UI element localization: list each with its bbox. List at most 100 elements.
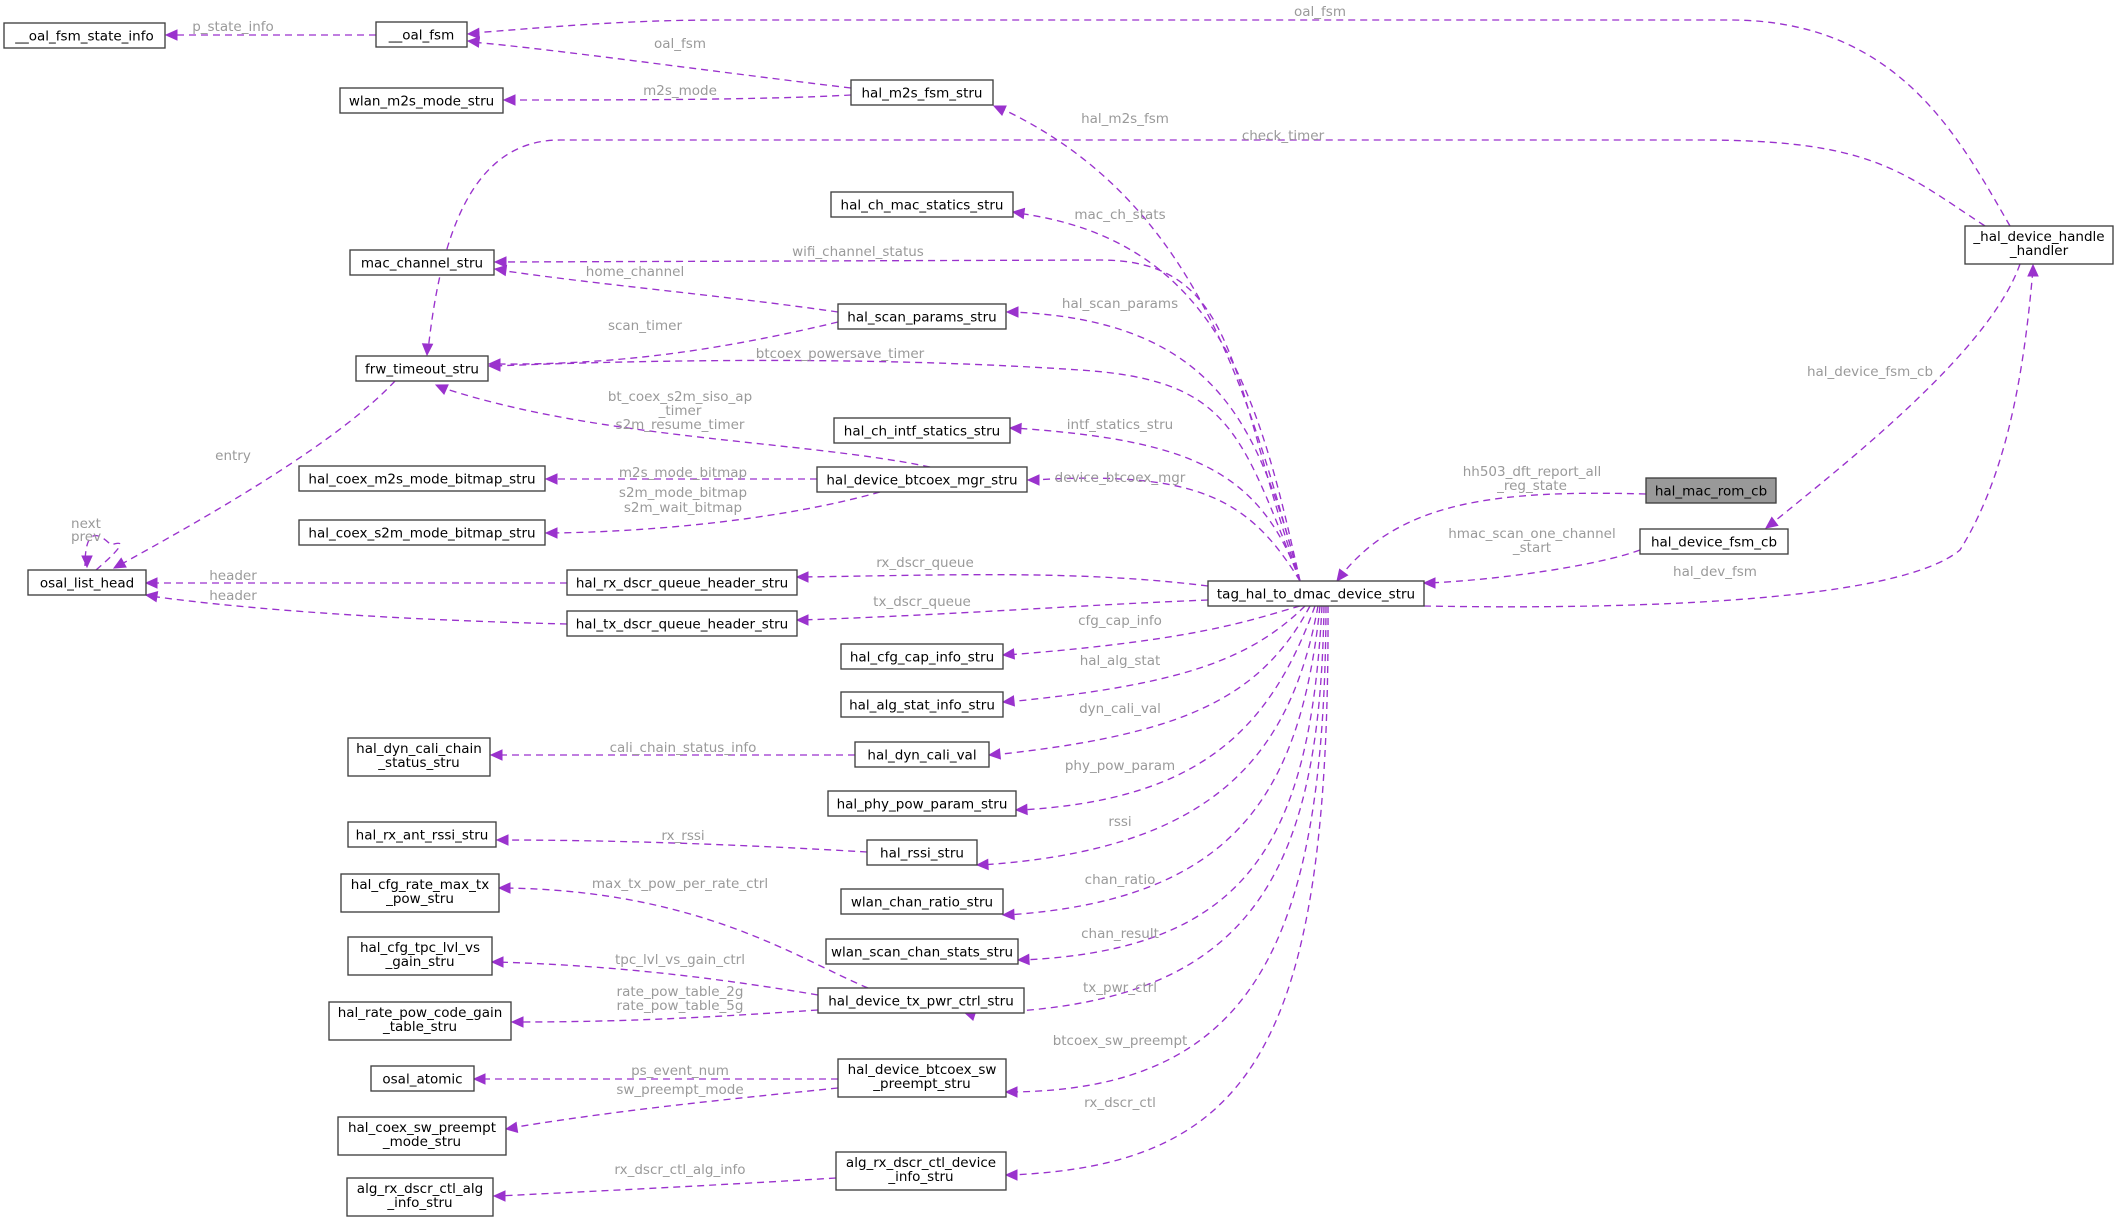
- arrowhead: [493, 264, 508, 277]
- node-scan-params[interactable]: hal_scan_params_stru: [837, 303, 1007, 330]
- edge-e42: hh503_dft_report_all_reg_state: [1336, 464, 1647, 582]
- edge-line: [967, 605, 1325, 1014]
- arrowhead: [1422, 577, 1436, 589]
- edge-line: [471, 41, 852, 89]
- edge-e40: rx_dscr_ctl: [1004, 605, 1329, 1181]
- node-oal-fsm-state-info[interactable]: __oal_fsm_state_info: [3, 22, 166, 49]
- edge-e31: chan_ratio: [1001, 605, 1321, 921]
- node-label: hal_tx_dscr_queue_header_stru: [576, 617, 788, 633]
- edge-label: rx_dscr_queue: [876, 555, 974, 571]
- node-chan-ratio[interactable]: wlan_chan_ratio_stru: [840, 888, 1004, 915]
- node-box: [340, 873, 500, 913]
- arrowhead: [1005, 306, 1019, 318]
- node-rx-ant[interactable]: hal_rx_ant_rssi_stru: [347, 821, 497, 848]
- node-label: _pow_stru: [385, 891, 454, 907]
- node-label: wlan_m2s_mode_stru: [349, 94, 494, 110]
- node-alg-stat[interactable]: hal_alg_stat_info_stru: [840, 691, 1004, 718]
- node-dyn-cali[interactable]: hal_dyn_cali_val: [854, 741, 990, 768]
- arrowhead: [144, 577, 158, 589]
- node-label: hal_m2s_fsm_stru: [862, 86, 983, 102]
- edge-label: header: [209, 588, 257, 604]
- node-label: hal_device_fsm_cb: [1651, 535, 1777, 551]
- node-wlan-m2s[interactable]: wlan_m2s_mode_stru: [339, 87, 504, 114]
- node-rate-max[interactable]: hal_cfg_rate_max_tx_pow_stru: [340, 873, 500, 913]
- edge-line: [800, 573, 1209, 587]
- node-rx-dscr-ctl[interactable]: alg_rx_dscr_ctl_device_info_stru: [835, 1151, 1007, 1191]
- arrowhead: [795, 614, 809, 626]
- node-box: [837, 303, 1007, 330]
- node-tx-queue[interactable]: hal_tx_dscr_queue_header_stru: [566, 610, 798, 637]
- node-rate-pow[interactable]: hal_rate_pow_code_gain_table_stru: [328, 1001, 512, 1041]
- node-phy-pow[interactable]: hal_phy_pow_param_stru: [827, 790, 1017, 817]
- node-box: [339, 87, 504, 114]
- node-fsm-cb[interactable]: hal_device_fsm_cb: [1639, 528, 1789, 555]
- arrowhead: [487, 360, 501, 372]
- edge-line: [439, 386, 931, 468]
- edge-e43: hmac_scan_one_channel_start: [1422, 526, 1641, 589]
- edge-e10: hal_scan_params: [1005, 296, 1301, 582]
- node-dyn-chain[interactable]: hal_dyn_cali_chain_status_stru: [347, 737, 491, 777]
- edge-line: [1019, 605, 1316, 811]
- node-alg-info[interactable]: alg_rx_dscr_ctl_alg_info_stru: [346, 1177, 494, 1217]
- node-frw-timeout[interactable]: frw_timeout_stru: [355, 355, 489, 382]
- arrowhead: [2027, 263, 2039, 277]
- edge-line: [507, 94, 852, 101]
- edge-e33: chan_result: [1016, 605, 1323, 966]
- node-ch-mac-statics[interactable]: hal_ch_mac_statics_stru: [830, 191, 1014, 218]
- arrowhead: [1336, 568, 1349, 582]
- node-osal-atomic[interactable]: osal_atomic: [370, 1065, 475, 1092]
- node-btcoex-mgr[interactable]: hal_device_btcoex_mgr_stru: [816, 466, 1028, 493]
- node-osal-list[interactable]: osal_list_head: [27, 569, 147, 596]
- edge-label: m2s_mode_bitmap: [619, 465, 747, 481]
- node-box: [835, 1151, 1007, 1191]
- node-box: [1645, 477, 1777, 504]
- node-rssi[interactable]: hal_rssi_stru: [866, 839, 978, 866]
- node-hal-m2s-fsm[interactable]: hal_m2s_fsm_stru: [850, 79, 994, 106]
- node-label: alg_rx_dscr_ctl_alg: [357, 1181, 483, 1197]
- node-box: [1964, 225, 2114, 265]
- node-box: [347, 821, 497, 848]
- arrowhead: [1004, 1169, 1018, 1181]
- node-box: [347, 737, 491, 777]
- node-label: __oal_fsm_state_info: [14, 29, 154, 45]
- edge-label: s2m_mode_bitmap: [619, 485, 747, 501]
- edge-label: wifi_channel_status: [792, 244, 924, 260]
- node-cfg-cap[interactable]: hal_cfg_cap_info_stru: [840, 643, 1004, 670]
- edge-e6: check_timer: [421, 128, 1986, 357]
- edge-line: [515, 1009, 819, 1023]
- arrowhead: [434, 384, 449, 395]
- node-coex-s2m[interactable]: hal_coex_s2m_mode_bitmap_stru: [298, 519, 546, 546]
- node-label: _info_stru: [887, 1169, 953, 1185]
- edge-label: tpc_lvl_vs_gain_ctrl: [615, 952, 745, 968]
- arrowhead: [489, 749, 503, 761]
- node-tpc-lvl[interactable]: hal_cfg_tpc_lvl_vs_gain_stru: [347, 936, 493, 976]
- edge-line: [1009, 605, 1329, 1176]
- edge-e7: mac_ch_stats: [1011, 207, 1301, 582]
- arrowhead: [466, 36, 481, 48]
- node-mac-channel[interactable]: mac_channel_stru: [349, 249, 495, 276]
- node-ch-intf-statics[interactable]: hal_ch_intf_statics_stru: [833, 417, 1011, 444]
- edge-e14: intf_statics_stru: [1008, 417, 1301, 582]
- node-box: [850, 79, 994, 106]
- node-label: _status_stru: [377, 755, 459, 771]
- node-tx-pwr[interactable]: hal_device_tx_pwr_ctrl_stru: [817, 987, 1025, 1014]
- edge-e38: ps_event_num: [472, 1063, 838, 1085]
- node-coex-m2s[interactable]: hal_coex_m2s_mode_bitmap_stru: [298, 465, 546, 492]
- edge-label: rate_pow_table_5g: [617, 998, 744, 1014]
- edge-label: oal_fsm: [1294, 4, 1346, 20]
- node-label: hal_dyn_cali_val: [867, 748, 976, 764]
- edge-line: [498, 259, 1301, 582]
- node-rom-cb[interactable]: hal_mac_rom_cb: [1645, 477, 1777, 504]
- node-sw-preempt[interactable]: hal_device_btcoex_sw_preempt_stru: [837, 1058, 1007, 1098]
- edge-line: [1021, 605, 1323, 961]
- node-label: hal_cfg_rate_max_tx: [351, 877, 489, 893]
- node-label: wlan_chan_ratio_stru: [851, 895, 993, 911]
- node-oal-fsm[interactable]: __oal_fsm: [375, 21, 468, 48]
- node-handler[interactable]: _hal_device_handle_handler: [1964, 225, 2114, 265]
- node-sw-preempt-mode[interactable]: hal_coex_sw_preempt_mode_stru: [337, 1116, 507, 1156]
- edge-label: dyn_cali_val: [1079, 701, 1161, 717]
- node-main[interactable]: tag_hal_to_dmac_device_stru: [1207, 580, 1425, 607]
- arrowhead: [975, 858, 989, 871]
- node-scan-chan[interactable]: wlan_scan_chan_stats_stru: [825, 938, 1019, 965]
- node-rx-queue[interactable]: hal_rx_dscr_queue_header_stru: [566, 569, 798, 596]
